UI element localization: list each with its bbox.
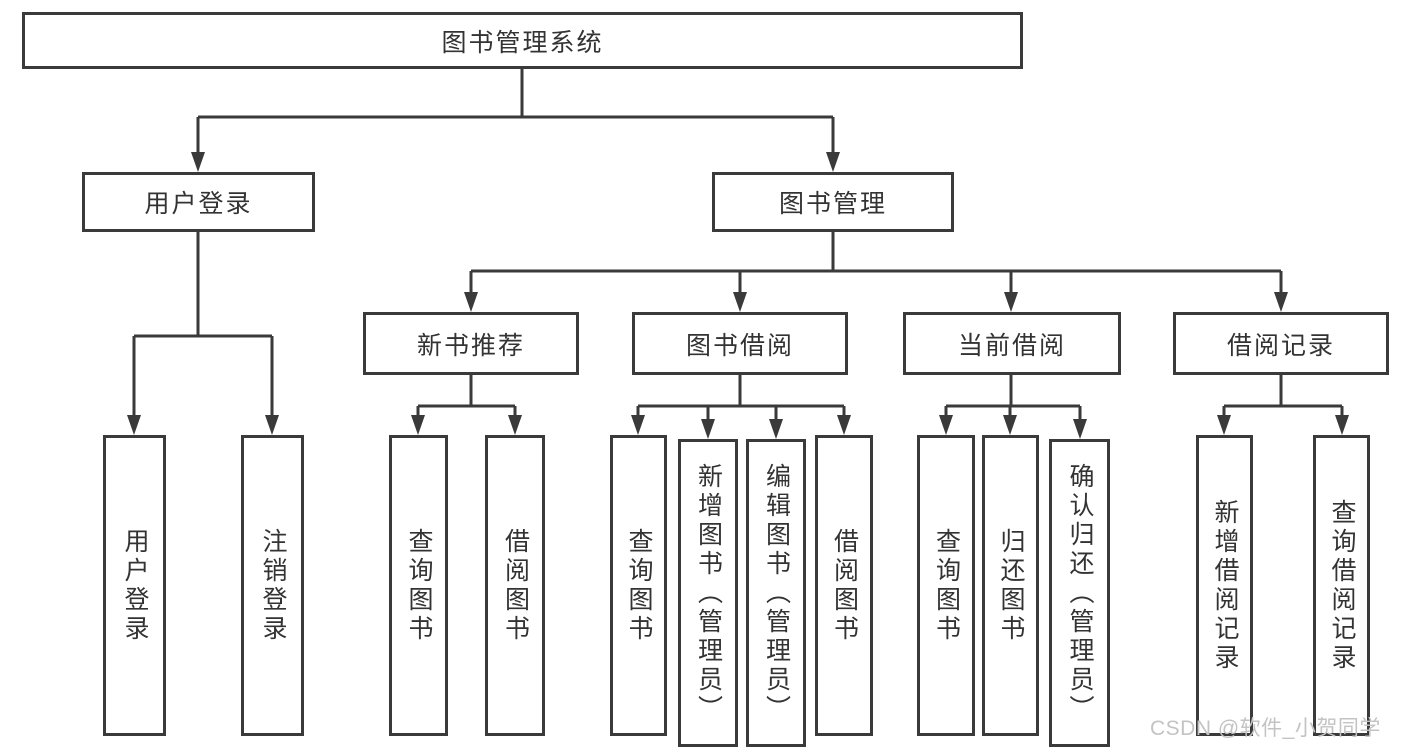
- node-leaf-add-books-admin: 新增图书（管理员）: [678, 439, 738, 747]
- leaf-borrowing-borrow-books-label: 借阅图书: [830, 527, 859, 644]
- node-user-login: 用户登录: [82, 172, 315, 232]
- arrowheads: [127, 152, 1349, 439]
- node-current-borrowing: 当前借阅: [903, 312, 1121, 375]
- leaf-edit-books-admin-label: 编辑图书（管理员）: [762, 462, 791, 724]
- leaf-return-books-label: 归还图书: [997, 527, 1025, 644]
- leaf-recommend-borrow-books-label: 借阅图书: [501, 527, 530, 644]
- node-leaf-confirm-return-admin: 确认归还（管理员）: [1049, 439, 1110, 747]
- leaf-add-books-admin-label: 新增图书（管理员）: [694, 462, 723, 724]
- book-management-label: 图书管理: [778, 190, 887, 218]
- node-leaf-recommend-query-books: 查询图书: [389, 435, 448, 736]
- root-system-label: 图书管理系统: [441, 28, 604, 57]
- node-root-system: 图书管理系统: [22, 12, 1023, 69]
- book-borrowing-label: 图书借阅: [685, 331, 794, 360]
- borrowing-records-label: 借阅记录: [1226, 331, 1335, 360]
- new-book-recommend-label: 新书推荐: [416, 331, 525, 360]
- leaf-add-borrow-record-label: 新增借阅记录: [1211, 498, 1239, 673]
- node-leaf-user-login: 用户登录: [103, 435, 166, 736]
- leaf-query-borrow-record-label: 查询借阅记录: [1328, 498, 1356, 673]
- tree-edges: [132, 68, 1344, 422]
- node-new-book-recommend: 新书推荐: [363, 312, 579, 375]
- leaf-logout-label: 注销登录: [259, 527, 287, 644]
- node-book-management: 图书管理: [712, 172, 954, 232]
- node-borrowing-records: 借阅记录: [1173, 312, 1389, 375]
- node-leaf-add-borrow-record: 新增借阅记录: [1196, 435, 1253, 736]
- node-leaf-logout: 注销登录: [241, 435, 304, 736]
- user-login-label: 用户登录: [144, 190, 253, 218]
- node-leaf-borrowing-query-books: 查询图书: [610, 435, 667, 736]
- node-leaf-current-query-books: 查询图书: [917, 435, 975, 736]
- node-leaf-return-books: 归还图书: [982, 435, 1039, 736]
- leaf-current-query-books-label: 查询图书: [932, 527, 961, 644]
- node-leaf-query-borrow-record: 查询借阅记录: [1313, 435, 1370, 736]
- leaf-recommend-query-books-label: 查询图书: [405, 527, 433, 644]
- node-leaf-edit-books-admin: 编辑图书（管理员）: [746, 439, 806, 747]
- node-leaf-recommend-borrow-books: 借阅图书: [485, 435, 545, 736]
- current-borrowing-label: 当前借阅: [957, 331, 1066, 360]
- node-book-borrowing: 图书借阅: [632, 312, 848, 375]
- node-leaf-borrowing-borrow-books: 借阅图书: [815, 435, 873, 736]
- leaf-confirm-return-admin-label: 确认归还（管理员）: [1066, 462, 1094, 724]
- leaf-borrowing-query-books-label: 查询图书: [625, 527, 653, 644]
- leaf-user-login-label: 用户登录: [121, 527, 149, 644]
